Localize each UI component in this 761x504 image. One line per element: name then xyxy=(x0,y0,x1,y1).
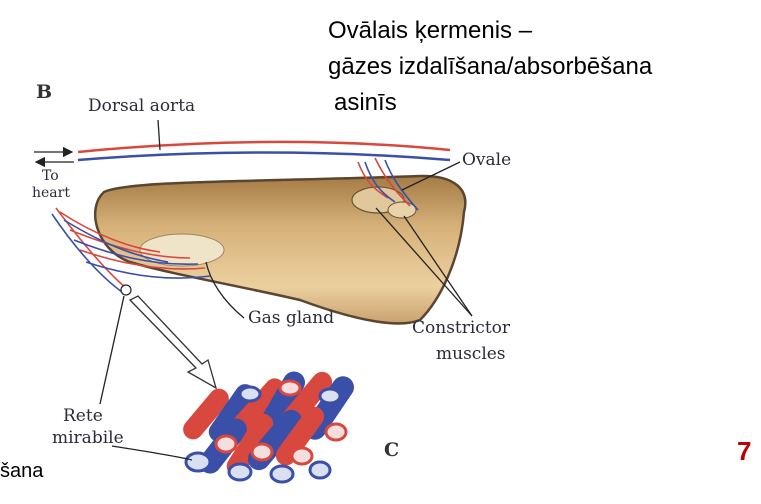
slide-number: 7 xyxy=(737,436,751,467)
rete-label: Rete xyxy=(63,406,103,426)
heart-label: heart xyxy=(32,183,70,203)
dorsal-aorta-vein xyxy=(78,153,450,161)
mirabile-label: mirabile xyxy=(52,428,124,448)
caption-line-3: asinīs xyxy=(334,88,397,118)
rete-mirabile-closeup xyxy=(179,367,358,482)
rete-pointer xyxy=(100,296,124,404)
mirabile-pointer xyxy=(112,446,192,460)
panel-c-label: C xyxy=(384,440,399,460)
dorsal-aorta-artery xyxy=(78,142,450,152)
enlarge-arrow xyxy=(130,296,216,388)
constrictor-label: Constrictor xyxy=(412,318,510,338)
caption-line-2: gāzes izdalīšana/absorbēšana xyxy=(328,52,652,82)
cutoff-text-fragment: šana xyxy=(0,460,43,483)
gas-gland-label: Gas gland xyxy=(248,308,334,328)
panel-b-label: B xyxy=(36,82,52,102)
ovale-label: Ovale xyxy=(462,150,511,170)
ovale-body-2 xyxy=(388,202,416,218)
dorsal-aorta-label: Dorsal aorta xyxy=(88,96,195,116)
caption-line-1: Ovālais ķermenis – xyxy=(328,16,532,46)
rete-node xyxy=(121,285,131,295)
muscles-label: muscles xyxy=(436,344,506,364)
